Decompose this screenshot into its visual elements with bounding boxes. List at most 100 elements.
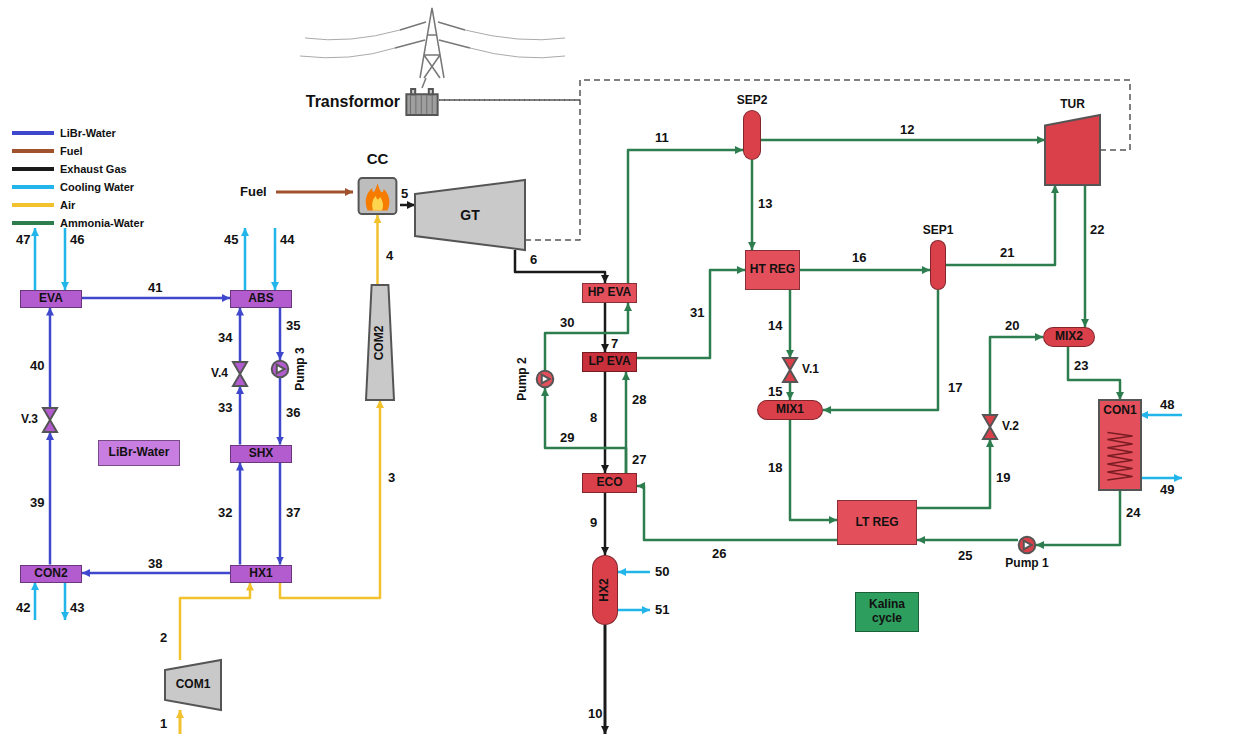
- cooling-line: [274, 228, 277, 290]
- pump-body: [537, 371, 554, 388]
- component-box: LP EVA: [582, 352, 637, 372]
- stream-number: 19: [996, 470, 1010, 485]
- legend: LiBr-WaterFuelExhaust GasCooling WaterAi…: [12, 124, 144, 232]
- flow-line: [1084, 185, 1087, 327]
- stream-number: 4: [386, 248, 393, 263]
- stream-number: 1: [160, 716, 167, 731]
- flow-line: [400, 204, 415, 207]
- combustion-chamber-outline: [355, 170, 400, 215]
- cooling-line: [1140, 414, 1182, 417]
- legend-row: Air: [12, 196, 144, 214]
- stream-number: 33: [218, 400, 232, 415]
- flow-line: [279, 378, 282, 445]
- component-box: HX1: [230, 565, 292, 583]
- valve-symbol: V.2: [983, 415, 997, 439]
- flow-line: [49, 432, 52, 565]
- cooling-line: [64, 582, 67, 620]
- component-name: ABS: [248, 292, 273, 306]
- component-name: SHX: [249, 447, 274, 461]
- stream-number: 17: [948, 380, 962, 395]
- component-name: LT REG: [855, 516, 898, 530]
- flow-line: [1068, 347, 1120, 400]
- flow-line: [239, 463, 242, 565]
- pump-symbol-outline: [536, 370, 554, 388]
- chamber-body: [359, 178, 397, 214]
- stream-number: 2: [160, 630, 167, 645]
- stream-number: 31: [690, 305, 704, 320]
- turbomachine: GT: [415, 180, 525, 250]
- component-name: CON1: [1103, 404, 1136, 418]
- component-label: Pump 1: [1005, 557, 1048, 571]
- turbomachine: COM1: [165, 660, 221, 710]
- valve-half: [783, 370, 797, 382]
- component-label: SEP1: [923, 224, 954, 238]
- flow-line: [823, 290, 938, 410]
- flow-line: [82, 572, 230, 575]
- stream-number: 49: [1160, 482, 1174, 497]
- stream-number: 51: [655, 602, 669, 617]
- valve-symbol-outline: [233, 362, 247, 386]
- stream-number: 34: [218, 330, 232, 345]
- component-name: HX2: [598, 578, 612, 601]
- vessel: MIX1: [757, 400, 823, 420]
- flow-line: [604, 372, 607, 473]
- vessel: MIX2: [1043, 327, 1095, 347]
- transformer-symbol-outline: [405, 88, 439, 116]
- flow-line: [946, 185, 1055, 265]
- flow-line: [761, 139, 1045, 142]
- machine-body: [165, 660, 221, 710]
- stream-number: 8: [590, 410, 597, 425]
- tower-frame: [395, 8, 470, 78]
- cooling-line: [244, 228, 247, 290]
- stream-number: 47: [16, 232, 30, 247]
- component-name: COM2: [373, 325, 387, 360]
- vessel: SEP2: [743, 110, 761, 160]
- legend-swatch: [12, 203, 54, 207]
- cooling-line: [618, 571, 650, 574]
- condenser-coil: [1107, 432, 1132, 480]
- turbomachine: TUR: [1045, 115, 1100, 185]
- stream-number: 7: [611, 336, 618, 351]
- component-name: MIX1: [776, 403, 804, 417]
- component-box: ABS: [230, 290, 292, 308]
- stream-number: 15: [768, 384, 782, 399]
- stream-number: 9: [590, 515, 597, 530]
- component-label: TUR: [1060, 98, 1085, 112]
- legend-row: Ammonia-Water: [12, 214, 144, 232]
- stream-number: 50: [655, 564, 669, 579]
- valve-symbol: V.4: [233, 362, 247, 386]
- stream-number: 38: [148, 556, 162, 571]
- flow-line: [917, 439, 990, 508]
- stream-number: 32: [218, 505, 232, 520]
- insulator: [411, 89, 415, 94]
- pump-symbol: Pump 3: [271, 360, 289, 378]
- component-label: CC: [367, 150, 389, 167]
- flow-line: [789, 290, 792, 358]
- valve-symbol: V.3: [43, 408, 57, 432]
- component-label: SEP2: [737, 94, 768, 108]
- flow-line: [280, 400, 380, 598]
- exhaust-outlet: [604, 625, 607, 734]
- stream-number: 26: [712, 546, 726, 561]
- component-box: LiBr-Water: [98, 440, 180, 466]
- component-label: Transformor: [306, 93, 400, 111]
- cooling-line: [34, 582, 37, 620]
- legend-swatch: [12, 131, 54, 135]
- pump-symbol: Pump 2: [536, 370, 554, 388]
- valve-half: [43, 420, 57, 432]
- component-box: Kalina cycle: [855, 592, 919, 632]
- stream-number: 41: [148, 280, 162, 295]
- machine-body: [415, 180, 525, 250]
- component-box: HP EVA: [582, 283, 637, 303]
- turbomachine-outline: [1045, 115, 1100, 185]
- component-name: CON2: [34, 567, 67, 581]
- pump-arrow: [277, 365, 285, 374]
- flow-line: [800, 269, 930, 272]
- flow-line: [790, 420, 837, 520]
- flow-line: [604, 493, 607, 555]
- component-label: Pump 2: [516, 357, 530, 400]
- stream-number: 35: [286, 318, 300, 333]
- flow-line: [1036, 490, 1120, 545]
